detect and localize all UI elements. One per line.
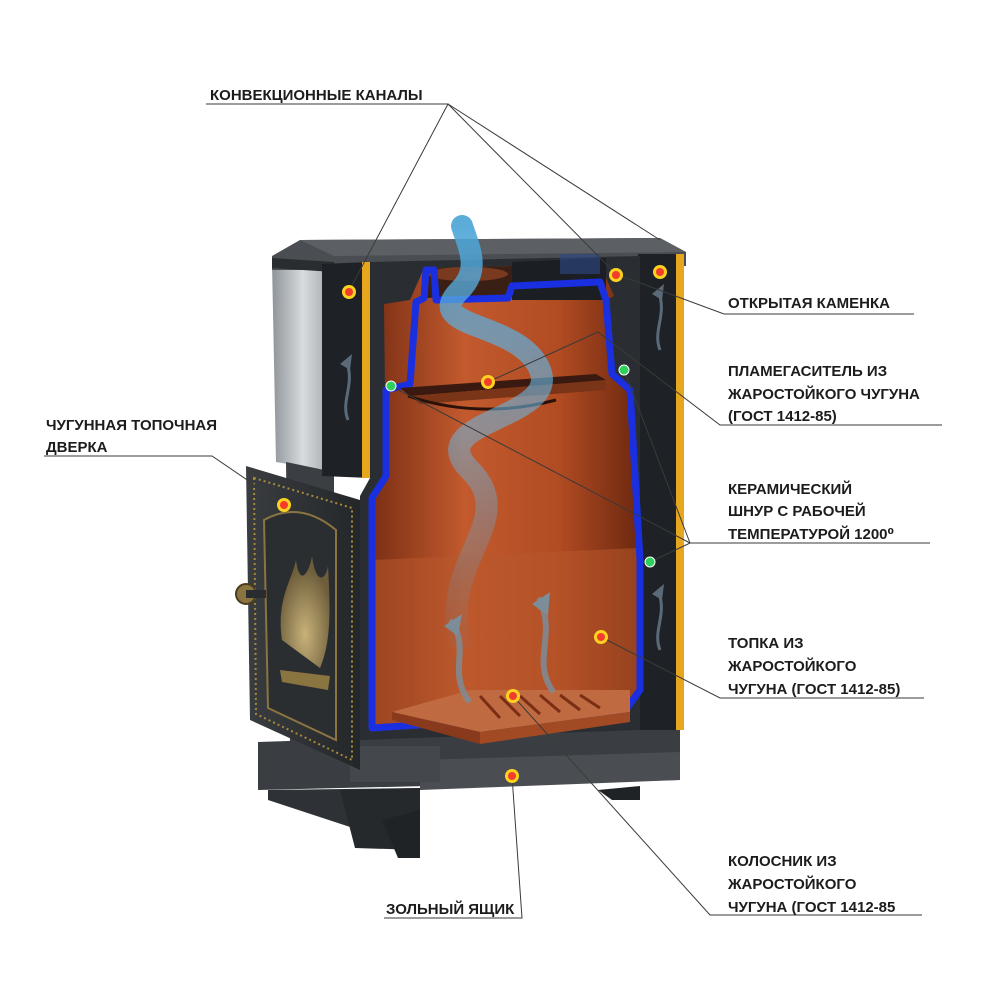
marker-heat — [594, 630, 608, 644]
marker-heat — [277, 498, 291, 512]
label-open-heater: ОТКРЫТАЯ КАМЕНКА — [728, 295, 890, 312]
label-ash-box: ЗОЛЬНЫЙ ЯЩИК — [386, 900, 515, 918]
door-flame-ornament — [280, 556, 330, 668]
label-firebox-2: ЖАРОСТОЙКОГО — [727, 657, 857, 675]
label-firebox-3: ЧУГУНА (ГОСТ 1412-85) — [728, 681, 900, 698]
label-ceramic-cord-1: КЕРАМИЧЕСКИЙ — [728, 480, 852, 498]
markers — [277, 265, 667, 783]
marker-cord — [644, 556, 656, 568]
marker-heat — [653, 265, 667, 279]
label-firebox-1: ТОПКА ИЗ — [728, 635, 804, 652]
right-convection-channel — [638, 254, 684, 730]
ash-box-body — [258, 728, 680, 858]
left-convection-channel — [322, 262, 370, 478]
firebox-door — [235, 466, 360, 770]
label-firebox-door-1: ЧУГУННАЯ ТОПОЧНАЯ — [46, 417, 217, 434]
marker-heat — [505, 769, 519, 783]
label-convection-channels: КОНВЕКЦИОННЫЕ КАНАЛЫ — [210, 87, 423, 104]
smoke-flow — [439, 215, 553, 651]
marker-cord — [618, 364, 630, 376]
marker-heat — [481, 375, 495, 389]
label-grate-3: ЧУГУНА (ГОСТ 1412-85 — [728, 899, 895, 916]
label-ceramic-cord-2: ШНУР С РАБОЧЕЙ — [728, 502, 866, 520]
label-firebox-door-2: ДВЕРКА — [46, 439, 108, 456]
marker-heat — [506, 689, 520, 703]
marker-heat — [342, 285, 356, 299]
grate — [392, 690, 630, 744]
label-grate-1: КОЛОСНИК ИЗ — [728, 853, 837, 870]
label-grate-2: ЖАРОСТОЙКОГО — [727, 875, 857, 893]
label-flame-damper-1: ПЛАМЕГАСИТЕЛЬ ИЗ — [728, 363, 887, 380]
label-flame-damper-3: (ГОСТ 1412-85) — [728, 408, 837, 425]
marker-heat — [609, 268, 623, 282]
leader-lines — [44, 103, 942, 919]
marker-cord — [385, 380, 397, 392]
side-panel — [272, 262, 334, 472]
label-flame-damper-2: ЖАРОСТОЙКОГО ЧУГУНА — [727, 385, 920, 403]
label-ceramic-cord-3: ТЕМПЕРАТУРОЙ 1200⁰ — [728, 525, 894, 543]
